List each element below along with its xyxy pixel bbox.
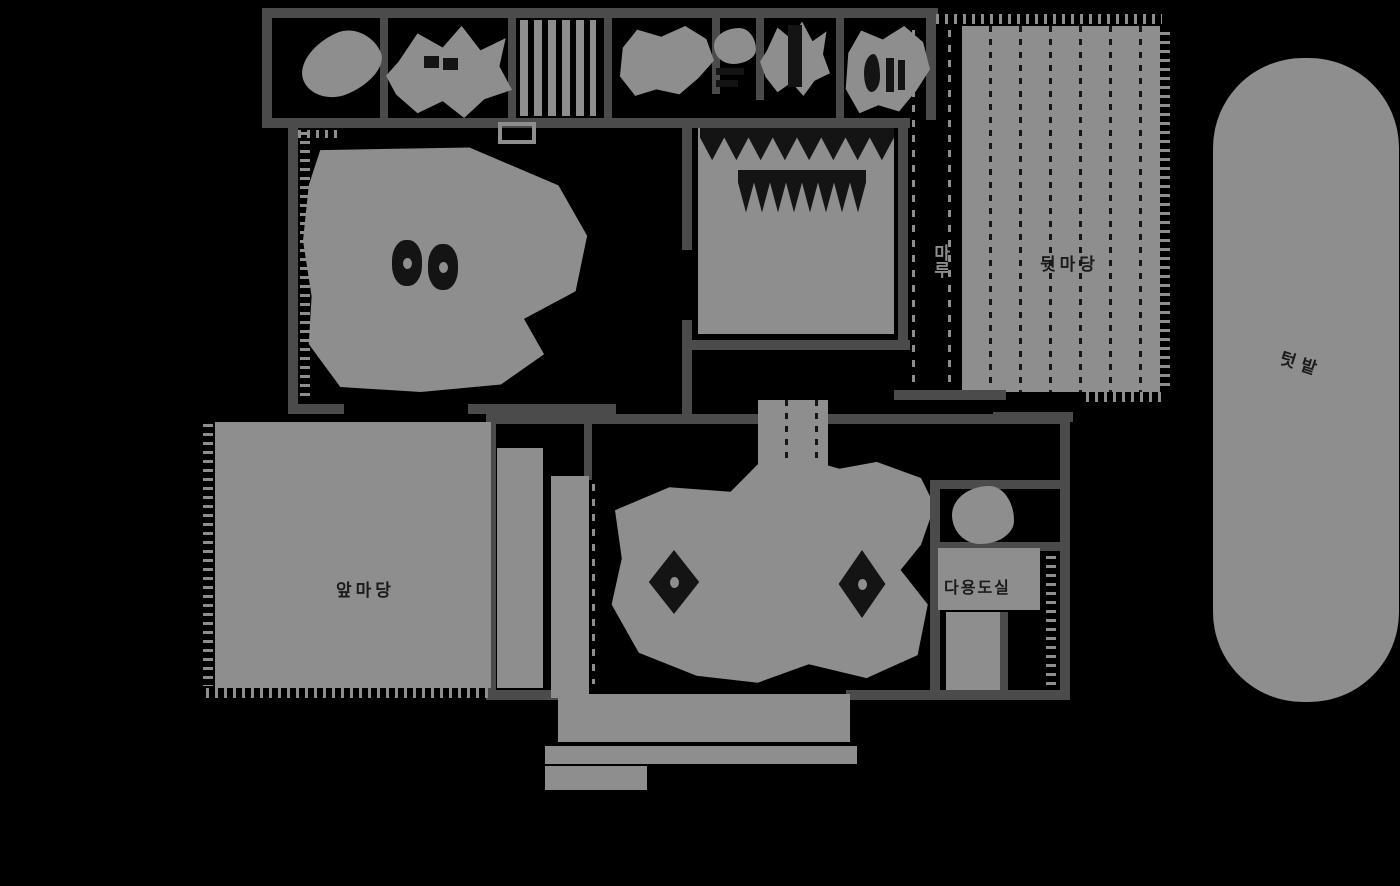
room-divider-wall — [836, 8, 844, 120]
chair-speck — [439, 262, 448, 273]
hallway-strip — [551, 476, 589, 698]
room-divider-wall — [930, 480, 940, 700]
fixture-icon — [716, 80, 738, 87]
table-chairs-icon — [392, 240, 422, 286]
wall-segment — [1000, 612, 1008, 698]
fixture-blob — [952, 486, 1014, 544]
fixture-blob — [386, 25, 512, 118]
hallway-strip — [497, 448, 543, 688]
furniture-speck — [858, 579, 867, 590]
dashed-boundary — [592, 484, 595, 684]
wall-segment — [486, 414, 762, 424]
window-hatch — [203, 424, 213, 686]
window-hatch — [298, 130, 338, 138]
wall-segment — [930, 542, 1070, 551]
maru-label: 마루 — [929, 244, 950, 278]
porch-steps — [545, 766, 647, 790]
wall-segment — [894, 390, 1006, 400]
fixture-blob — [714, 28, 756, 64]
window-hatch — [1046, 556, 1056, 688]
wall-segment — [898, 118, 908, 350]
window-hatch — [1160, 32, 1170, 388]
porch-steps — [545, 746, 857, 764]
utility-room-area — [946, 612, 1002, 690]
front-yard-area — [215, 422, 491, 688]
main-room-area — [611, 457, 935, 683]
wall-segment — [846, 690, 1070, 700]
field-area — [1213, 58, 1399, 702]
dashed-boundary — [912, 30, 915, 390]
room-divider-wall — [380, 8, 388, 120]
wall-segment — [262, 8, 272, 128]
window-hatch — [300, 132, 310, 402]
window-hatch — [1086, 392, 1162, 402]
room-divider-wall — [682, 320, 692, 414]
fixture-icon — [898, 60, 905, 90]
wall-segment — [262, 118, 910, 128]
stairs-stripes — [520, 20, 596, 116]
fixture-blob — [619, 26, 714, 96]
room-divider-wall — [926, 8, 936, 120]
wall-segment — [688, 340, 910, 350]
fixture-icon — [716, 68, 744, 75]
wall-segment — [486, 414, 496, 700]
stove-icon — [443, 58, 458, 70]
wall-segment — [468, 404, 616, 414]
room-fill — [698, 128, 894, 334]
fixture-icon — [788, 25, 802, 87]
room-divider-wall — [682, 118, 692, 250]
fixture-icon — [864, 54, 880, 92]
backyard-label: 뒷마당 — [1040, 255, 1099, 275]
porch-steps — [558, 694, 850, 742]
backyard-area — [962, 26, 1160, 392]
fixture-blob — [291, 19, 391, 109]
chair-speck — [403, 258, 412, 269]
table-chairs-icon — [428, 244, 458, 290]
window-hatch — [206, 688, 492, 698]
cabinet-box — [498, 122, 536, 144]
fixture-icon — [886, 58, 894, 92]
utility-room-area — [938, 548, 1040, 610]
wall-segment — [1060, 414, 1070, 700]
furniture-speck — [670, 577, 679, 588]
room-divider-wall — [584, 418, 592, 480]
room-divider-wall — [756, 8, 764, 100]
wall-segment — [262, 8, 938, 18]
front-yard-label: 앞마당 — [336, 581, 395, 601]
dashed-boundary — [948, 30, 951, 390]
room-divider-wall — [508, 8, 516, 120]
ground-dots-pattern — [962, 26, 1160, 392]
wall-segment — [930, 480, 1070, 489]
wall-segment — [288, 404, 344, 414]
wall-segment — [288, 120, 298, 412]
utility-room-label: 다용도실 — [944, 578, 1011, 597]
stove-icon — [424, 56, 439, 68]
wall-segment — [826, 414, 1070, 424]
window-hatch — [936, 14, 1162, 24]
wall-segment — [486, 690, 566, 700]
room-divider-wall — [604, 8, 612, 120]
